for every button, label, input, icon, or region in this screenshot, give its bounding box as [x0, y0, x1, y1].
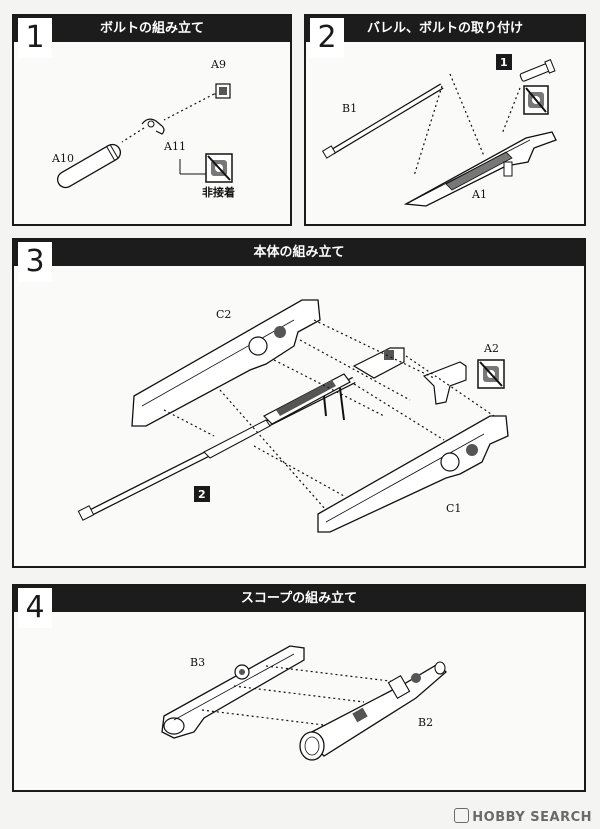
watermark-logo-icon — [454, 808, 470, 823]
svg-text:1: 1 — [500, 56, 508, 69]
step-2-panel: バレル、ボルトの取り付け 2 1 — [304, 14, 586, 226]
step-4-panel: スコープの組み立て 4 B3 B2 — [12, 584, 586, 792]
step-1-panel: ボルトの組み立て 1 A9 — [12, 14, 292, 226]
step-1-title: ボルトの組み立て — [14, 16, 290, 42]
part-bolt-assembly — [519, 59, 556, 82]
part-c2-stock — [131, 299, 321, 427]
part-a9 — [214, 83, 231, 99]
step-2-title: バレル、ボルトの取り付け — [306, 16, 584, 42]
label-no-glue: 非接着 — [202, 185, 235, 199]
guide-line — [501, 87, 521, 135]
step-1-diagram: A9 A10 A11 非接着 — [51, 58, 235, 199]
step-3-title: 本体の組み立て — [14, 240, 584, 266]
label-a1: A1 — [471, 188, 487, 201]
part-receiver-top — [352, 347, 405, 379]
guide-line — [163, 93, 215, 121]
label-c1: C1 — [446, 502, 461, 515]
label-a9: A9 — [210, 58, 226, 71]
step-2-number: 2 — [310, 18, 344, 58]
step-ref-badge: 2 — [194, 486, 210, 502]
part-a10 — [56, 143, 122, 189]
label-b1: B1 — [342, 102, 357, 115]
no-glue-icon — [205, 153, 233, 183]
label-b3: B3 — [190, 656, 205, 669]
step-3-number: 3 — [18, 242, 52, 282]
part-c1-stock — [317, 415, 509, 533]
guide-line — [449, 73, 485, 157]
part-a2 — [422, 361, 467, 405]
step-2-diagram: 1 B1 A1 — [321, 54, 557, 207]
part-b3-mount — [161, 645, 305, 739]
step-3-diagram: 2 C2 A2 C1 — [77, 299, 509, 533]
guide-line — [121, 127, 145, 143]
part-b2-scope — [299, 661, 447, 761]
label-c2: C2 — [216, 308, 231, 321]
watermark: HOBBY SEARCH — [454, 808, 592, 825]
step-1-number: 1 — [18, 18, 52, 58]
step-4-number: 4 — [18, 588, 52, 628]
watermark-text: HOBBY SEARCH — [472, 810, 592, 825]
step-ref-badge: 1 — [496, 54, 512, 70]
step-3-panel: 本体の組み立て 3 — [12, 238, 586, 568]
label-a2: A2 — [483, 342, 499, 355]
part-b1-barrel — [321, 83, 444, 159]
label-a10: A10 — [51, 152, 74, 165]
step-4-title: スコープの組み立て — [14, 586, 584, 612]
no-glue-icon — [477, 359, 505, 389]
part-a1-receiver — [403, 131, 557, 207]
guide-lines — [163, 319, 495, 511]
step-4-diagram: B3 B2 — [161, 645, 447, 761]
guide-lines — [201, 665, 399, 727]
part-barrel-action — [77, 373, 356, 521]
label-b2: B2 — [418, 716, 433, 729]
part-a11 — [141, 118, 165, 135]
guide-line — [413, 85, 443, 177]
no-glue-icon — [523, 85, 549, 115]
svg-text:2: 2 — [198, 488, 206, 501]
label-a11: A11 — [163, 140, 186, 153]
